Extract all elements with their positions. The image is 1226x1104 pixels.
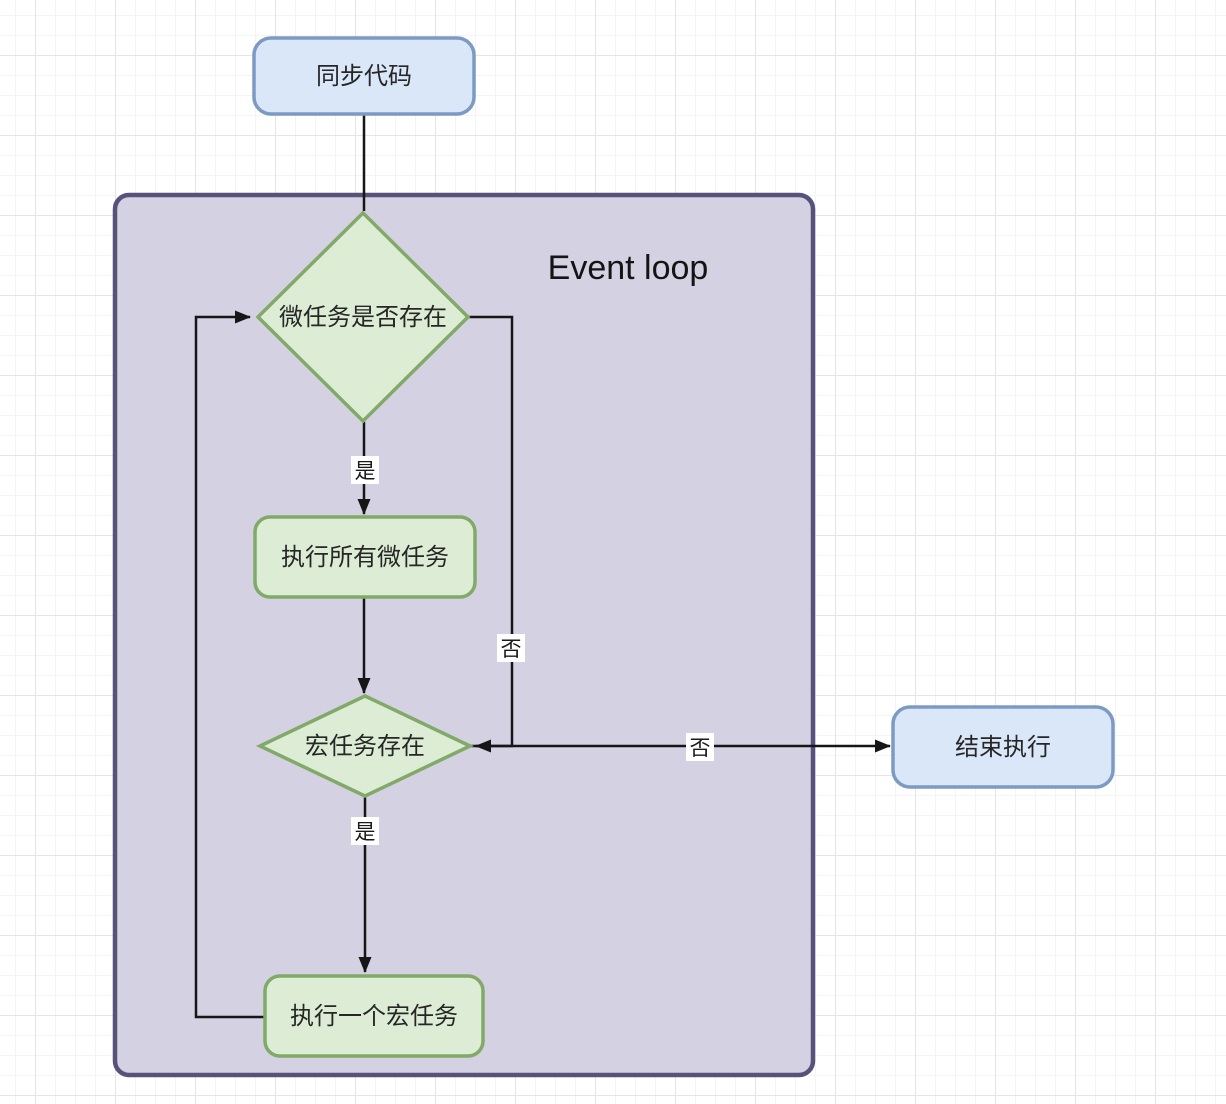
node-sync-code[interactable]: 同步代码: [252, 36, 476, 116]
edge-label-yes-macrotask-text: 是: [355, 821, 376, 844]
node-macrotask-check[interactable]: 宏任务存在: [255, 694, 475, 798]
node-microtask-check[interactable]: 微任务是否存在: [255, 210, 471, 424]
macrotask-check-diamond[interactable]: [255, 694, 475, 798]
sync-code-box[interactable]: [252, 36, 476, 116]
sync-code-label: 同步代码: [316, 63, 412, 90]
edge-label-yes-microtask-bg: [351, 456, 379, 484]
node-run-macrotask[interactable]: 执行一个宏任务: [263, 974, 485, 1058]
run-macrotask-label: 执行一个宏任务: [290, 1003, 458, 1030]
edge-label-no-macrotask-bg: [686, 733, 714, 761]
node-run-microtasks[interactable]: 执行所有微任务: [253, 515, 477, 599]
run-microtasks-box[interactable]: [253, 515, 477, 599]
edge-label-yes-macrotask: 是: [351, 817, 379, 845]
edge-label-no-microtask: 否: [497, 634, 525, 662]
event-loop-container[interactable]: Event loop: [112, 192, 816, 1078]
edge-label-yes-microtask-text: 是: [355, 460, 376, 483]
edge-label-no-microtask-bg: [497, 634, 525, 662]
edge-label-no-microtask-text: 否: [501, 638, 522, 661]
run-microtasks-label: 执行所有微任务: [281, 544, 449, 571]
event-loop-title: Event loop: [548, 249, 709, 287]
macrotask-check-label: 宏任务存在: [305, 733, 425, 760]
event-loop-container-box[interactable]: [112, 192, 816, 1078]
node-end-execution[interactable]: 结束执行: [891, 705, 1115, 789]
end-execution-box[interactable]: [891, 705, 1115, 789]
edge-label-no-macrotask-text: 否: [690, 737, 711, 760]
run-macrotask-box[interactable]: [263, 974, 485, 1058]
edge-label-yes-macrotask-bg: [351, 817, 379, 845]
edge-label-no-macrotask: 否: [686, 733, 714, 761]
microtask-check-label: 微任务是否存在: [279, 304, 447, 331]
microtask-check-diamond[interactable]: [255, 210, 471, 424]
edge-run-macrotask-loop-back: [194, 310, 265, 1019]
end-execution-label: 结束执行: [955, 734, 1051, 761]
edge-label-yes-microtask: 是: [351, 456, 379, 484]
